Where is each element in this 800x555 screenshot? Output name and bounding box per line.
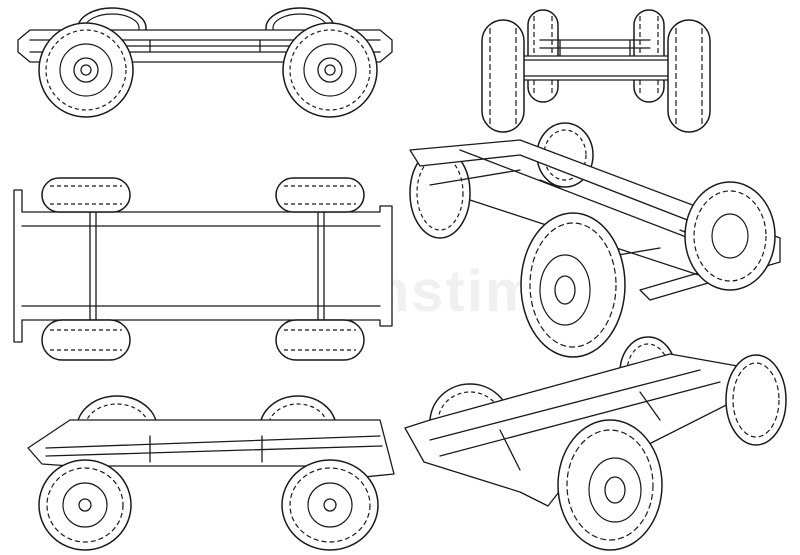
perspective-view-bottom-right <box>404 336 787 551</box>
side-view-top-left <box>17 7 393 118</box>
perspective-view-bottom-left <box>27 395 395 551</box>
plan-wheel-front-bottom <box>41 319 131 361</box>
plan-view-middle-left <box>13 177 393 361</box>
plan-wheel-rear-bottom <box>275 319 365 361</box>
perspective-view-right <box>409 122 781 358</box>
plan-wheel-front-top <box>41 177 131 213</box>
plan-wheel-rear-top <box>275 177 365 213</box>
front-view-top-right <box>481 9 711 133</box>
